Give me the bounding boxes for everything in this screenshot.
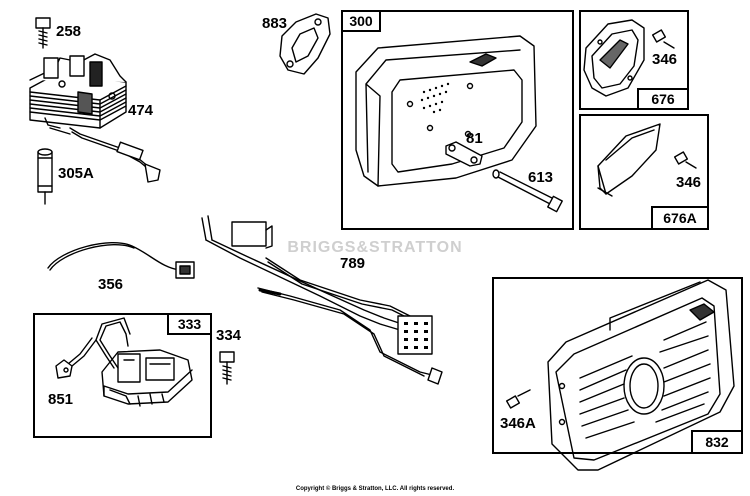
group-box-676a [579, 114, 709, 230]
spacer-305a [37, 148, 53, 205]
part-label-789: 789 [340, 255, 366, 272]
copyright-notice: Copyright © Briggs & Stratton, LLC. All … [295, 486, 455, 492]
group-box-676 [579, 10, 689, 110]
bolt-613 [492, 169, 563, 213]
muffler-300 [355, 35, 537, 187]
housing-832 [547, 279, 735, 471]
screw-334 [219, 351, 235, 385]
screw-346-top [651, 29, 675, 49]
part-tag-832: 832 [691, 430, 743, 454]
screw-346a [505, 389, 531, 409]
part-label-613: 613 [528, 169, 554, 186]
group-box-832 [492, 277, 743, 454]
group-box-333 [33, 313, 212, 438]
part-label-356: 356 [98, 276, 124, 293]
wire-356 [47, 242, 195, 279]
guard-676 [583, 19, 645, 97]
part-label-334: 334 [216, 327, 242, 344]
part-label-883: 883 [262, 15, 288, 32]
part-label-81: 81 [466, 130, 483, 147]
part-tag-676a: 676A [651, 206, 709, 230]
regulator-474 [29, 53, 161, 183]
part-tag-333: 333 [167, 313, 212, 335]
part-label-474: 474 [128, 102, 154, 119]
part-label-346a: 346A [500, 415, 536, 432]
gasket-883 [279, 13, 331, 75]
part-label-851: 851 [48, 391, 74, 408]
part-label-305a: 305A [58, 165, 94, 182]
lock-plate-81 [445, 141, 483, 167]
part-label-346-top: 346 [652, 51, 678, 68]
part-tag-676: 676 [637, 88, 689, 110]
group-box-300 [341, 10, 574, 230]
part-label-346-mid: 346 [676, 174, 702, 191]
screw-258 [35, 17, 51, 49]
screw-346-mid [673, 151, 697, 169]
coil-851 [55, 317, 193, 407]
harness-789 [201, 215, 443, 385]
deflector-676a [597, 123, 661, 197]
part-label-258: 258 [56, 23, 82, 40]
brand-watermark: BRIGGS&STRATTON [287, 239, 463, 256]
part-tag-300: 300 [341, 10, 381, 32]
